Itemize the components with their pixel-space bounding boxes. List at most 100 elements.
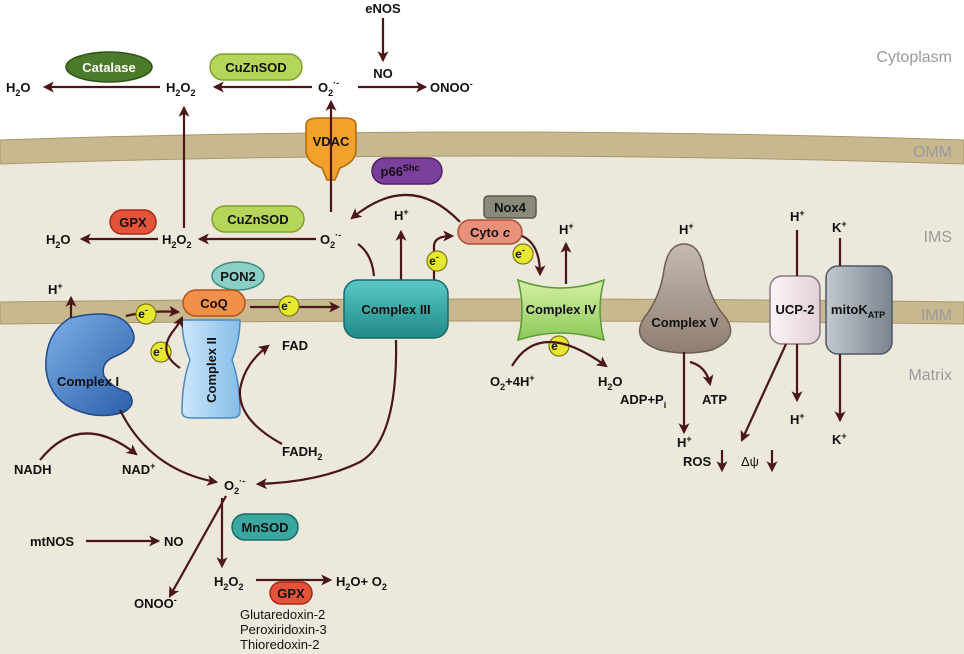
cuznsod-top-label: CuZnSOD — [225, 60, 286, 75]
electron-complexIV: e- — [548, 335, 570, 357]
thioredoxin-label: Thioredoxin-2 — [240, 637, 320, 652]
pon2-protein — [211, 261, 265, 291]
o2-4h-label: O2+4H+ — [490, 373, 535, 392]
gpx-matrix-enzyme — [269, 581, 313, 605]
mnsod-label: MnSOD — [242, 520, 289, 535]
electron-cytoc-left: e- — [426, 250, 448, 272]
catalase-label: Catalase — [82, 60, 135, 75]
gpx-ims-label: GPX — [119, 215, 147, 230]
complex-IV — [516, 278, 606, 342]
nadh-label: NADH — [14, 462, 52, 477]
no-top-label: NO — [373, 66, 393, 81]
region-omm: OMM — [913, 144, 952, 161]
complex-V — [638, 243, 732, 354]
p66shc-protein — [371, 157, 443, 185]
complexIII-to-cytoc-arrow — [432, 230, 455, 280]
complexIII-proton-label: H+ — [394, 207, 409, 223]
complexII-to-coq-arrow — [165, 316, 183, 369]
o2-to-onoo-matrix-arrow — [168, 495, 227, 598]
complex-I — [45, 313, 135, 417]
enos-label: eNOS — [365, 1, 401, 16]
h2o-ims-label: H2O — [46, 232, 71, 250]
h2o2-ims-label: H2O2 — [162, 232, 192, 250]
electron-coq-complexIII: e- — [278, 295, 300, 317]
complexV-proton-label: H+ — [679, 221, 694, 237]
adp-pi-label: ADP+Pi — [620, 392, 666, 410]
region-cytoplasm: Cytoplasm — [876, 49, 952, 66]
complex-II-label: Complex II — [204, 337, 219, 403]
cytoc-protein — [457, 219, 523, 245]
ucp2-label: UCP-2 — [775, 302, 814, 317]
complex-IV-label: Complex IV — [526, 302, 597, 317]
svg-text:e-: e- — [429, 252, 439, 268]
svg-text:e-: e- — [281, 297, 291, 313]
complex-II — [181, 319, 241, 419]
h2o-top-label: H2O — [6, 80, 31, 98]
peroxiredoxin-label: Peroxiridoxin-3 — [240, 622, 327, 637]
ucp2-proton-bottom-label: H+ — [790, 411, 805, 427]
nox4-protein — [483, 195, 537, 219]
complexIII-to-o2-curve — [357, 243, 376, 277]
pon2-label: PON2 — [220, 269, 255, 284]
glutaredoxin-label: Glutaredoxin-2 — [240, 607, 325, 622]
mitok-k-bottom-label: K+ — [832, 431, 847, 447]
complex-III-label: Complex III — [361, 302, 430, 317]
mitok-atp-channel — [825, 265, 893, 355]
no-matrix-label: NO — [164, 534, 184, 549]
h2o2-matrix-label: H2O2 — [214, 574, 244, 592]
p66-o2-arrow — [350, 193, 461, 223]
fadh2-label: FADH2 — [282, 444, 322, 462]
complexI-to-o2-matrix-arrow — [119, 409, 219, 486]
electron-cytoc-right: e- — [512, 243, 534, 265]
h2o-matrix-label: H2O — [598, 374, 623, 392]
gpx-ims-enzyme — [109, 209, 157, 235]
cuznsod-ims-label: CuZnSOD — [227, 212, 288, 227]
atp-label: ATP — [702, 392, 727, 407]
electron-complexII: e- — [150, 341, 172, 363]
complexIV-proton-label: H+ — [559, 221, 574, 237]
region-ims: IMS — [924, 229, 952, 246]
complexIII-to-o2-matrix-arrow — [255, 339, 398, 490]
o2-ims-label: O2·- — [320, 230, 341, 250]
h2o-o2-label: H2O+ O2 — [336, 574, 387, 592]
complex-III — [343, 279, 449, 339]
cytoc-to-complexIV-arrow — [521, 234, 546, 277]
nad-label: NAD+ — [122, 461, 155, 477]
delta-psi-label: Δψ — [741, 454, 759, 469]
svg-text:e-: e- — [515, 245, 525, 261]
onoo-top-label: ONOO- — [430, 79, 473, 95]
mitok-k-top-label: K+ — [832, 219, 847, 235]
ucp2-channel — [769, 275, 821, 345]
o2-top-label: O2·- — [318, 78, 339, 98]
mtnos-label: mtNOS — [30, 534, 74, 549]
ucp2-to-ros-arrow — [740, 343, 787, 442]
o2-matrix-label: O2·- — [224, 476, 245, 496]
complexV-proton-out-label: H+ — [677, 434, 692, 450]
ucp2-proton-top-label: H+ — [790, 208, 805, 224]
gpx-matrix-label: GPX — [277, 586, 305, 601]
h2o2-top-label: H2O2 — [166, 80, 196, 98]
catalase-enzyme — [65, 51, 153, 83]
nadh-to-nad-arrow — [39, 432, 138, 461]
ros-label: ROS — [683, 454, 712, 469]
coq-carrier — [182, 289, 246, 317]
mitok-atp-label: mitoKATP — [831, 302, 885, 320]
nox4-label: Nox4 — [494, 200, 527, 215]
adp-to-atp-arrow — [689, 360, 714, 387]
complex-V-label: Complex V — [651, 315, 719, 330]
p66shc-label: p66Shc — [381, 163, 420, 179]
svg-text:e-: e- — [153, 343, 163, 359]
cuznsod-ims-enzyme — [211, 205, 305, 233]
onoo-matrix-label: ONOO- — [134, 595, 177, 611]
fadh2-to-fad-arrow — [238, 344, 283, 445]
region-imm: IMM — [921, 307, 952, 324]
cuznsod-top-enzyme — [209, 53, 303, 81]
fad-label: FAD — [282, 338, 308, 353]
complex-I-label: Complex I — [57, 374, 119, 389]
region-matrix: Matrix — [908, 367, 952, 384]
electron-complexI: e- — [135, 303, 157, 325]
o2-to-h2o-complexIV-arrow — [511, 340, 608, 368]
